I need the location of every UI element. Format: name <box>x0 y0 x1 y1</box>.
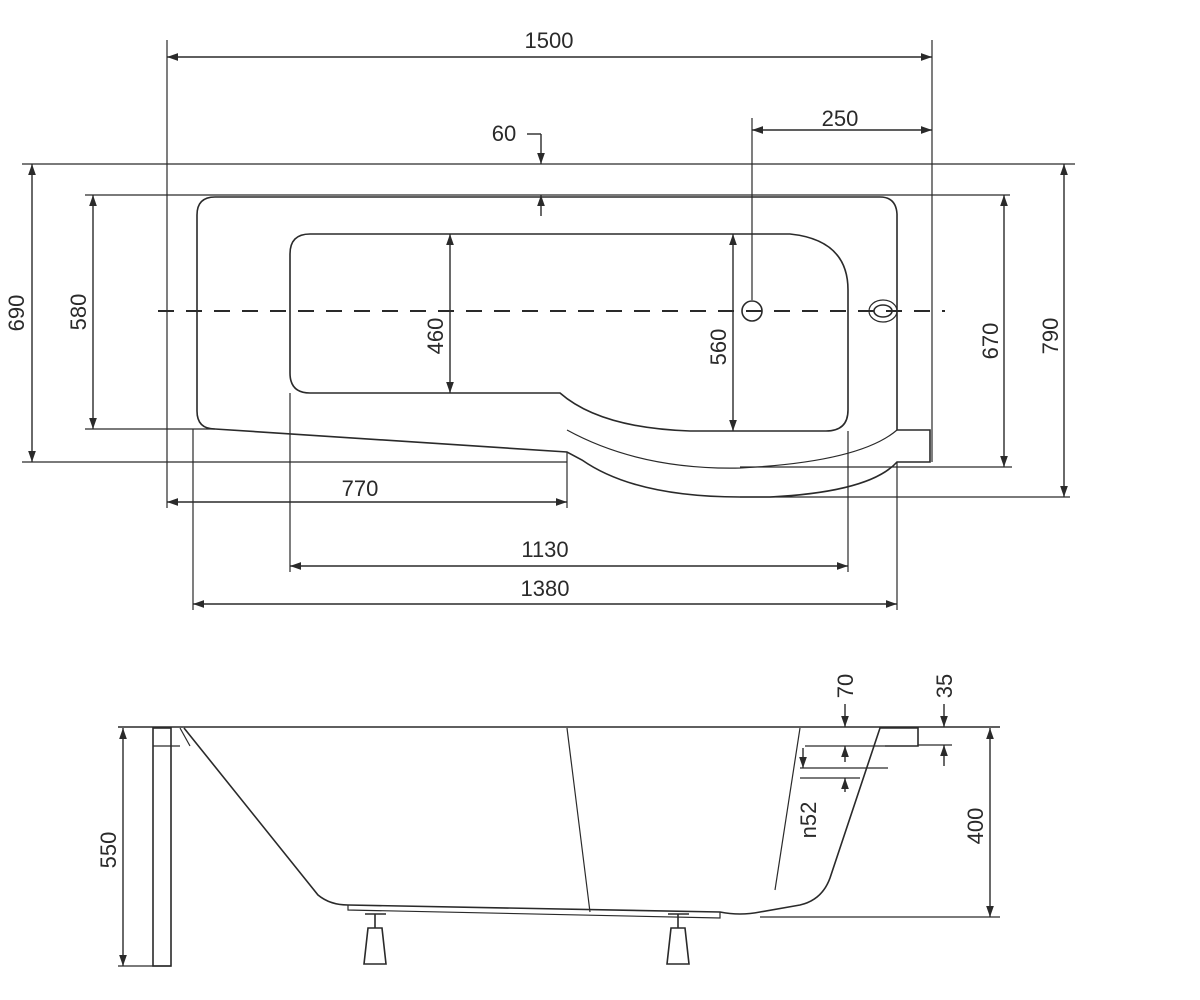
dim-label-580: 580 <box>66 294 91 331</box>
dim-label-770: 770 <box>342 476 379 501</box>
front-panel <box>152 727 172 967</box>
tub-outer-rim <box>196 196 931 498</box>
overflow-outer-icon <box>868 299 898 323</box>
dim-label-560: 560 <box>706 329 731 366</box>
dim-label-400: 400 <box>963 808 988 845</box>
overflow-icon <box>873 304 893 318</box>
tub-side-profile <box>183 727 919 915</box>
side-view: 550 400 70 35 n52 <box>96 674 1000 967</box>
dim-label-460: 460 <box>423 318 448 355</box>
dim-label-670: 670 <box>978 323 1003 360</box>
plan-view: 1500 250 60 690 580 460 560 670 790 770 <box>4 28 1075 610</box>
dim-label-790: 790 <box>1038 318 1063 355</box>
drain-icon <box>741 300 763 322</box>
dim-label-35: 35 <box>932 674 957 698</box>
dim-label-1500: 1500 <box>525 28 574 53</box>
dim-label-550: 550 <box>96 832 121 869</box>
dim-label-690: 690 <box>4 295 29 332</box>
dim-label-250: 250 <box>822 106 859 131</box>
foot-left-icon <box>363 913 387 965</box>
dim-label-1380: 1380 <box>521 576 570 601</box>
tub-inner-basin <box>289 233 849 432</box>
dim-label-n52: n52 <box>796 802 821 839</box>
dim-label-70: 70 <box>833 674 858 698</box>
tub-curved-lip <box>566 429 898 469</box>
foot-right-icon <box>666 913 690 965</box>
dim-label-1130: 1130 <box>521 537 568 562</box>
dim-label-60: 60 <box>492 121 516 146</box>
base-plate <box>347 905 721 919</box>
